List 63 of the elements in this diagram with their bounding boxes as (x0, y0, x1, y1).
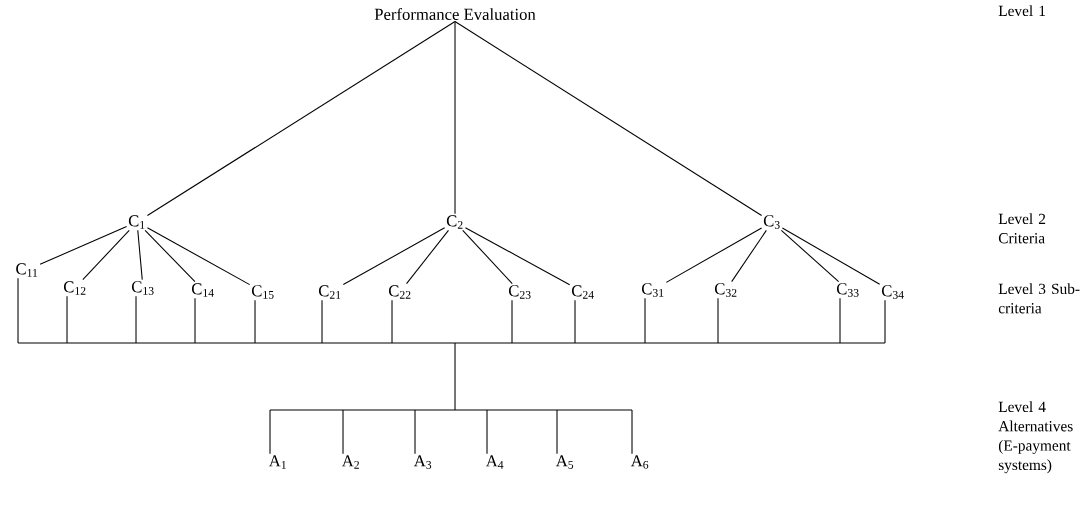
level-label: Level 4 Alternatives (E-payment systems) (998, 401, 1073, 474)
sub-criterion-label: C$_{31}$ (641, 283, 664, 297)
sub-criterion-label: C$_{23}$ (508, 285, 531, 299)
level-label: Level 1 (998, 5, 1045, 17)
alternative-label: A$_{3}$ (413, 455, 432, 469)
sub-criterion-label: C$_{34}$ (881, 285, 904, 299)
connector-line (321, 299, 323, 344)
sub-criterion-label: C$_{14}$ (192, 283, 214, 297)
connector-line (391, 299, 393, 344)
connector-line (194, 297, 196, 344)
criterion-label: C$_{2}$ (446, 215, 463, 229)
connector-line (144, 229, 196, 283)
connector-line (631, 409, 633, 455)
criterion-label: C$_{3}$ (763, 215, 780, 229)
connector-line (342, 409, 344, 455)
connector-line (644, 297, 646, 344)
connector-line (146, 21, 456, 216)
connector-line (780, 229, 840, 283)
connector-line (454, 21, 763, 216)
connector-line (66, 295, 68, 344)
connector-line (414, 409, 416, 455)
connector-line (665, 227, 763, 283)
alternative-label: A$_{2}$ (341, 455, 359, 469)
connector-line (884, 299, 886, 344)
connector-line (17, 342, 886, 411)
connector-line (39, 226, 128, 265)
sub-criterion-label: C$_{22}$ (388, 285, 411, 299)
connector-line (486, 409, 488, 455)
sub-criterion-label: C$_{21}$ (319, 285, 341, 299)
alternative-label: A$_{1}$ (268, 455, 286, 469)
sub-criterion-label: C$_{11}$ (16, 263, 38, 277)
sub-criterion-label: C$_{15}$ (252, 285, 274, 299)
alternative-label: A$_{6}$ (630, 455, 649, 469)
criterion-label: C$_{1}$ (128, 215, 145, 229)
connector-line (135, 295, 137, 344)
connector-line (717, 297, 719, 344)
connector-line (82, 229, 130, 281)
goal-label: Performance Evaluation (374, 8, 536, 20)
sub-criterion-label: C$_{32}$ (714, 283, 737, 297)
sub-criterion-label: C$_{33}$ (836, 283, 859, 297)
alternative-label: A$_{4}$ (485, 455, 504, 469)
connector-line (146, 227, 251, 286)
sub-criterion-label: C$_{13}$ (132, 281, 154, 295)
connector-line (17, 277, 19, 344)
connector-line (454, 21, 456, 215)
connector-line (342, 227, 446, 286)
connector-line (137, 229, 143, 281)
connector-line (781, 227, 881, 285)
connector-line (839, 297, 841, 344)
connector-line (731, 229, 767, 283)
connector-line (254, 299, 256, 344)
connector-line (406, 229, 449, 285)
connector-line (269, 409, 271, 455)
connector-line (511, 299, 513, 344)
level-label: Level 2 Criteria (998, 213, 1046, 244)
sub-criterion-label: C$_{24}$ (571, 285, 594, 299)
connector-line (574, 299, 576, 344)
sub-criterion-label: C$_{12}$ (64, 281, 86, 295)
connector-line (556, 409, 558, 455)
level-label: Level 3 Sub-criteria (998, 283, 1080, 314)
connector-line (464, 227, 571, 286)
connector-line (462, 229, 513, 285)
alternative-label: A$_{5}$ (555, 455, 574, 469)
